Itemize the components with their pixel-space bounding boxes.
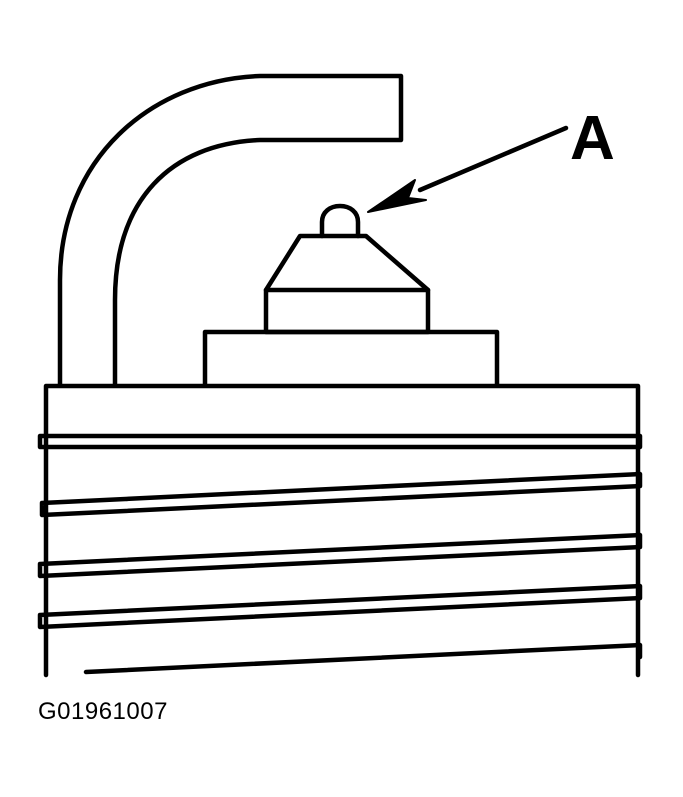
figure-id: G01961007 — [38, 698, 168, 725]
insulator-base — [202, 329, 500, 388]
shell-body — [43, 383, 641, 678]
insulator-cone — [263, 233, 431, 335]
ground-electrode — [57, 73, 404, 388]
callout-arrow — [367, 125, 569, 213]
callout-label-a: A — [570, 104, 615, 173]
threads — [37, 433, 643, 675]
center-electrode-tip — [319, 203, 361, 239]
